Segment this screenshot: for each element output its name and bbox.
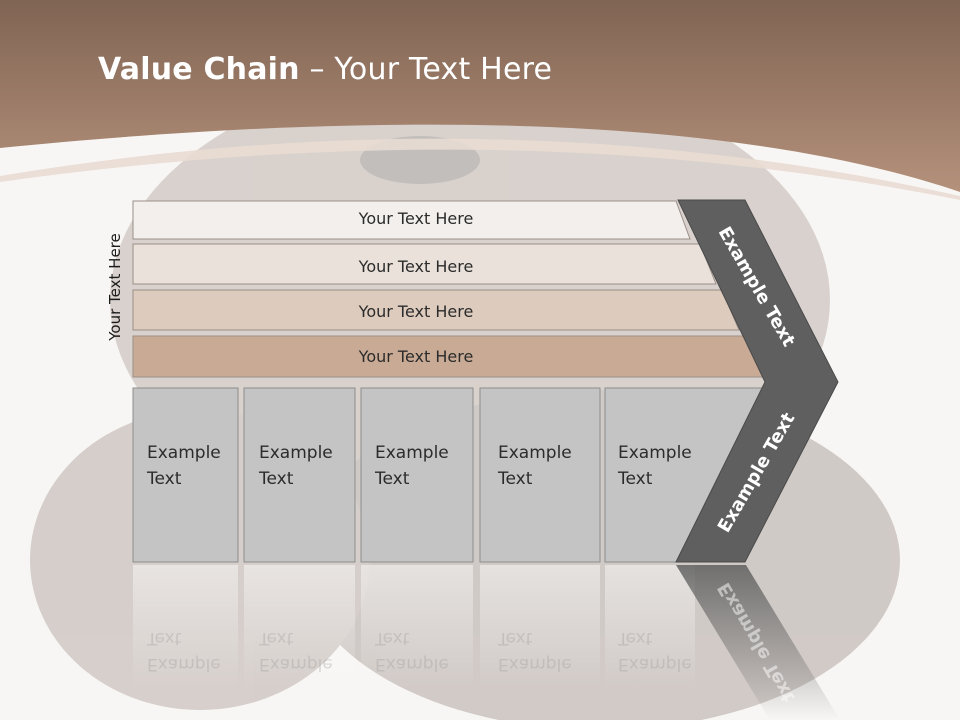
row-shapes xyxy=(132,200,764,378)
title-rest: – Your Text Here xyxy=(299,52,553,87)
box-label-4-line1: Example xyxy=(498,443,572,463)
reflection-label-3-line1: Example xyxy=(375,654,449,674)
reflection-box-4 xyxy=(480,565,600,690)
box-label-4-line2: Text xyxy=(498,469,533,489)
chevron-shapes xyxy=(675,199,839,563)
reflection-label-1-line1: Example xyxy=(147,654,221,674)
box-label-5-line1: Example xyxy=(618,443,692,463)
reflection: Example Text Example Text Example Text Exam… xyxy=(0,565,960,720)
row-shape-3 xyxy=(132,289,740,331)
box-label-3-line1: Example xyxy=(375,443,449,463)
row-label-3: Your Text Here xyxy=(358,302,474,321)
reflection-box-3 xyxy=(361,565,473,690)
box-shape-4 xyxy=(479,387,601,563)
row-label-1: Your Text Here xyxy=(358,209,474,228)
row-shape-1 xyxy=(132,200,691,240)
box-label-2-line2: Text xyxy=(259,469,294,489)
reflection-label-2-line2: Text xyxy=(259,628,294,648)
reflection-label-4-line1: Example xyxy=(498,654,572,674)
box-label-3-line2: Text xyxy=(375,469,410,489)
box-shape-2 xyxy=(243,387,356,563)
header-band xyxy=(0,0,960,192)
reflection-label-4-line2: Text xyxy=(498,628,533,648)
title-bold: Value Chain xyxy=(98,52,300,87)
row-shape-2 xyxy=(132,243,717,285)
box-label-1-line1: Example xyxy=(147,443,221,463)
row-label-2: Your Text Here xyxy=(358,257,474,276)
row-label-4: Your Text Here xyxy=(358,347,474,366)
reflection-box-2 xyxy=(244,565,355,690)
reflection-box-1 xyxy=(133,565,238,690)
reflection-label-5-line1: Example xyxy=(618,654,692,674)
box-label-2-line1: Example xyxy=(259,443,333,463)
reflection-label-2-line1: Example xyxy=(259,654,333,674)
reflection-shapes xyxy=(133,565,840,720)
reflection-label-5-line2: Text xyxy=(618,628,653,648)
reflection-label-4: Example Text xyxy=(498,625,598,677)
reflection-label-1: Example Text xyxy=(147,625,247,677)
chevron-shape xyxy=(675,199,839,563)
reflection-box-5 xyxy=(605,565,695,690)
reflection-label-3: Example Text xyxy=(375,625,475,677)
reflection-label-2: Example Text xyxy=(259,625,359,677)
box-shapes xyxy=(132,387,764,563)
slide-title: Value Chain – Your Text Here xyxy=(98,52,552,87)
reflection-label-3-line2: Text xyxy=(375,628,410,648)
reflection-label-5: Example Text xyxy=(618,625,718,677)
box-label-1-line2: Text xyxy=(147,469,182,489)
box-label-5-line2: Text xyxy=(618,469,653,489)
reflection-chevron xyxy=(676,565,840,720)
box-shape-1 xyxy=(132,387,239,563)
reflection-label-1-line2: Text xyxy=(147,628,182,648)
box-shape-3 xyxy=(360,387,474,563)
header-curve-light xyxy=(0,138,960,200)
